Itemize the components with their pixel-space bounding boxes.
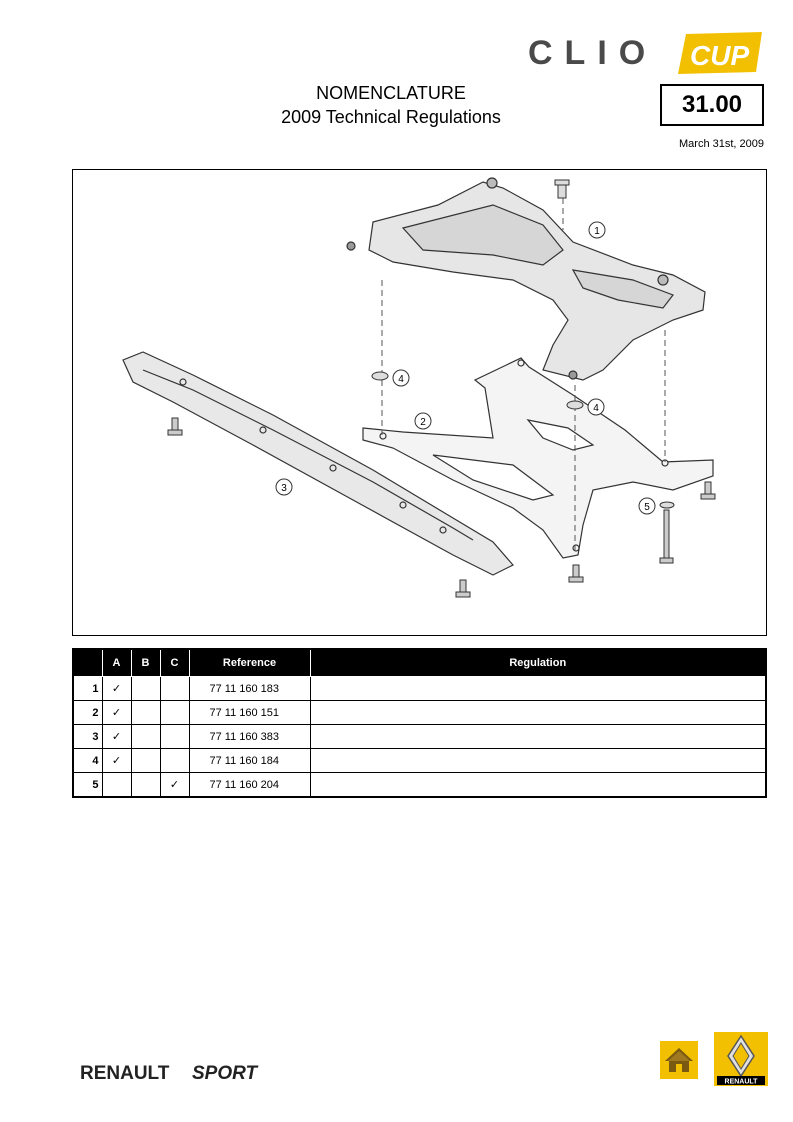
regulation-cell [309, 700, 767, 725]
table-row: 3 ✓ 77 11 160 383 [72, 724, 767, 749]
logo-text-main: CLIO [528, 34, 657, 72]
callout-labels [275, 221, 656, 515]
table-row: 1 ✓ 77 11 160 183 [72, 676, 767, 701]
bolt-top [554, 179, 570, 199]
check-a: ✓ [101, 700, 132, 725]
check-b [130, 772, 161, 798]
check-c [159, 700, 190, 725]
subframe-part [346, 177, 706, 381]
regulation-cell [309, 676, 767, 701]
regulation-cell [309, 748, 767, 773]
row-number: 1 [72, 676, 103, 701]
table-header-row: A B C Reference Regulation [72, 648, 767, 677]
reference-cell: 77 11 160 184 [188, 748, 311, 773]
home-icon [665, 1048, 693, 1072]
home-button[interactable] [660, 1041, 698, 1079]
alignment-lines [381, 198, 666, 555]
reference-cell: 77 11 160 183 [188, 676, 311, 701]
table-row: 4 ✓ 77 11 160 184 [72, 748, 767, 773]
table-row: 5 ✓ 77 11 160 204 [72, 772, 767, 798]
callout-3: 3 [281, 483, 287, 494]
callout-2: 2 [420, 417, 426, 428]
regulation-cell [309, 724, 767, 749]
brand-left-text: RENAULT [80, 1063, 170, 1084]
check-c [159, 748, 190, 773]
col-header-c: C [159, 648, 190, 677]
parts-drawing: 1 2 3 4 4 5 [72, 169, 767, 636]
col-header-regulation: Regulation [309, 648, 767, 677]
check-a: ✓ [101, 748, 132, 773]
callout-4a: 4 [398, 374, 404, 385]
check-b [130, 748, 161, 773]
exploded-view-diagram: 1 2 3 4 4 5 [122, 177, 716, 598]
issue-date: March 31st, 2009 [679, 138, 764, 150]
reference-cell: 77 11 160 383 [188, 724, 311, 749]
doc-title: NOMENCLATURE [316, 83, 466, 103]
callout-4b: 4 [593, 403, 599, 414]
check-c: ✓ [159, 772, 190, 798]
check-b [130, 676, 161, 701]
row-number: 4 [72, 748, 103, 773]
row-number: 3 [72, 724, 103, 749]
check-a: ✓ [101, 676, 132, 701]
col-header-a: A [101, 648, 132, 677]
brand-right-text: SPORT [192, 1063, 259, 1084]
badge-text: RENAULT [725, 1079, 759, 1086]
check-c [159, 676, 190, 701]
skid-plate-part [362, 357, 714, 559]
doc-subtitle: 2009 Technical Regulations [281, 107, 501, 127]
check-a: ✓ [101, 724, 132, 749]
col-header-b: B [130, 648, 161, 677]
check-b [130, 724, 161, 749]
washer-part [371, 371, 675, 509]
renault-sport-logo: RENAULT SPORT [80, 1063, 259, 1084]
reference-cell: 77 11 160 151 [188, 700, 311, 725]
reference-cell: 77 11 160 204 [188, 772, 311, 798]
callout-1: 1 [594, 226, 600, 237]
screw-parts [167, 417, 716, 598]
parts-table: A B C Reference Regulation 1 ✓ 77 11 160… [72, 648, 767, 798]
renault-diamond-icon: RENAULT [717, 1034, 765, 1086]
check-c [159, 724, 190, 749]
renault-badge: RENAULT [714, 1032, 768, 1086]
col-header-reference: Reference [188, 648, 311, 677]
col-header-num [72, 648, 103, 677]
regulation-cell [309, 772, 767, 798]
row-number: 2 [72, 700, 103, 725]
check-b [130, 700, 161, 725]
check-a [101, 772, 132, 798]
table-row: 2 ✓ 77 11 160 151 [72, 700, 767, 725]
page-number-box: 31.00 [660, 84, 764, 126]
clio-cup-logo: CLIO CUP [528, 32, 762, 74]
logo-text-badge: CUP [690, 40, 749, 71]
logo-badge-shape [678, 32, 762, 74]
callout-5: 5 [644, 502, 650, 513]
cross-bar-part [122, 351, 514, 576]
row-number: 5 [72, 772, 103, 798]
